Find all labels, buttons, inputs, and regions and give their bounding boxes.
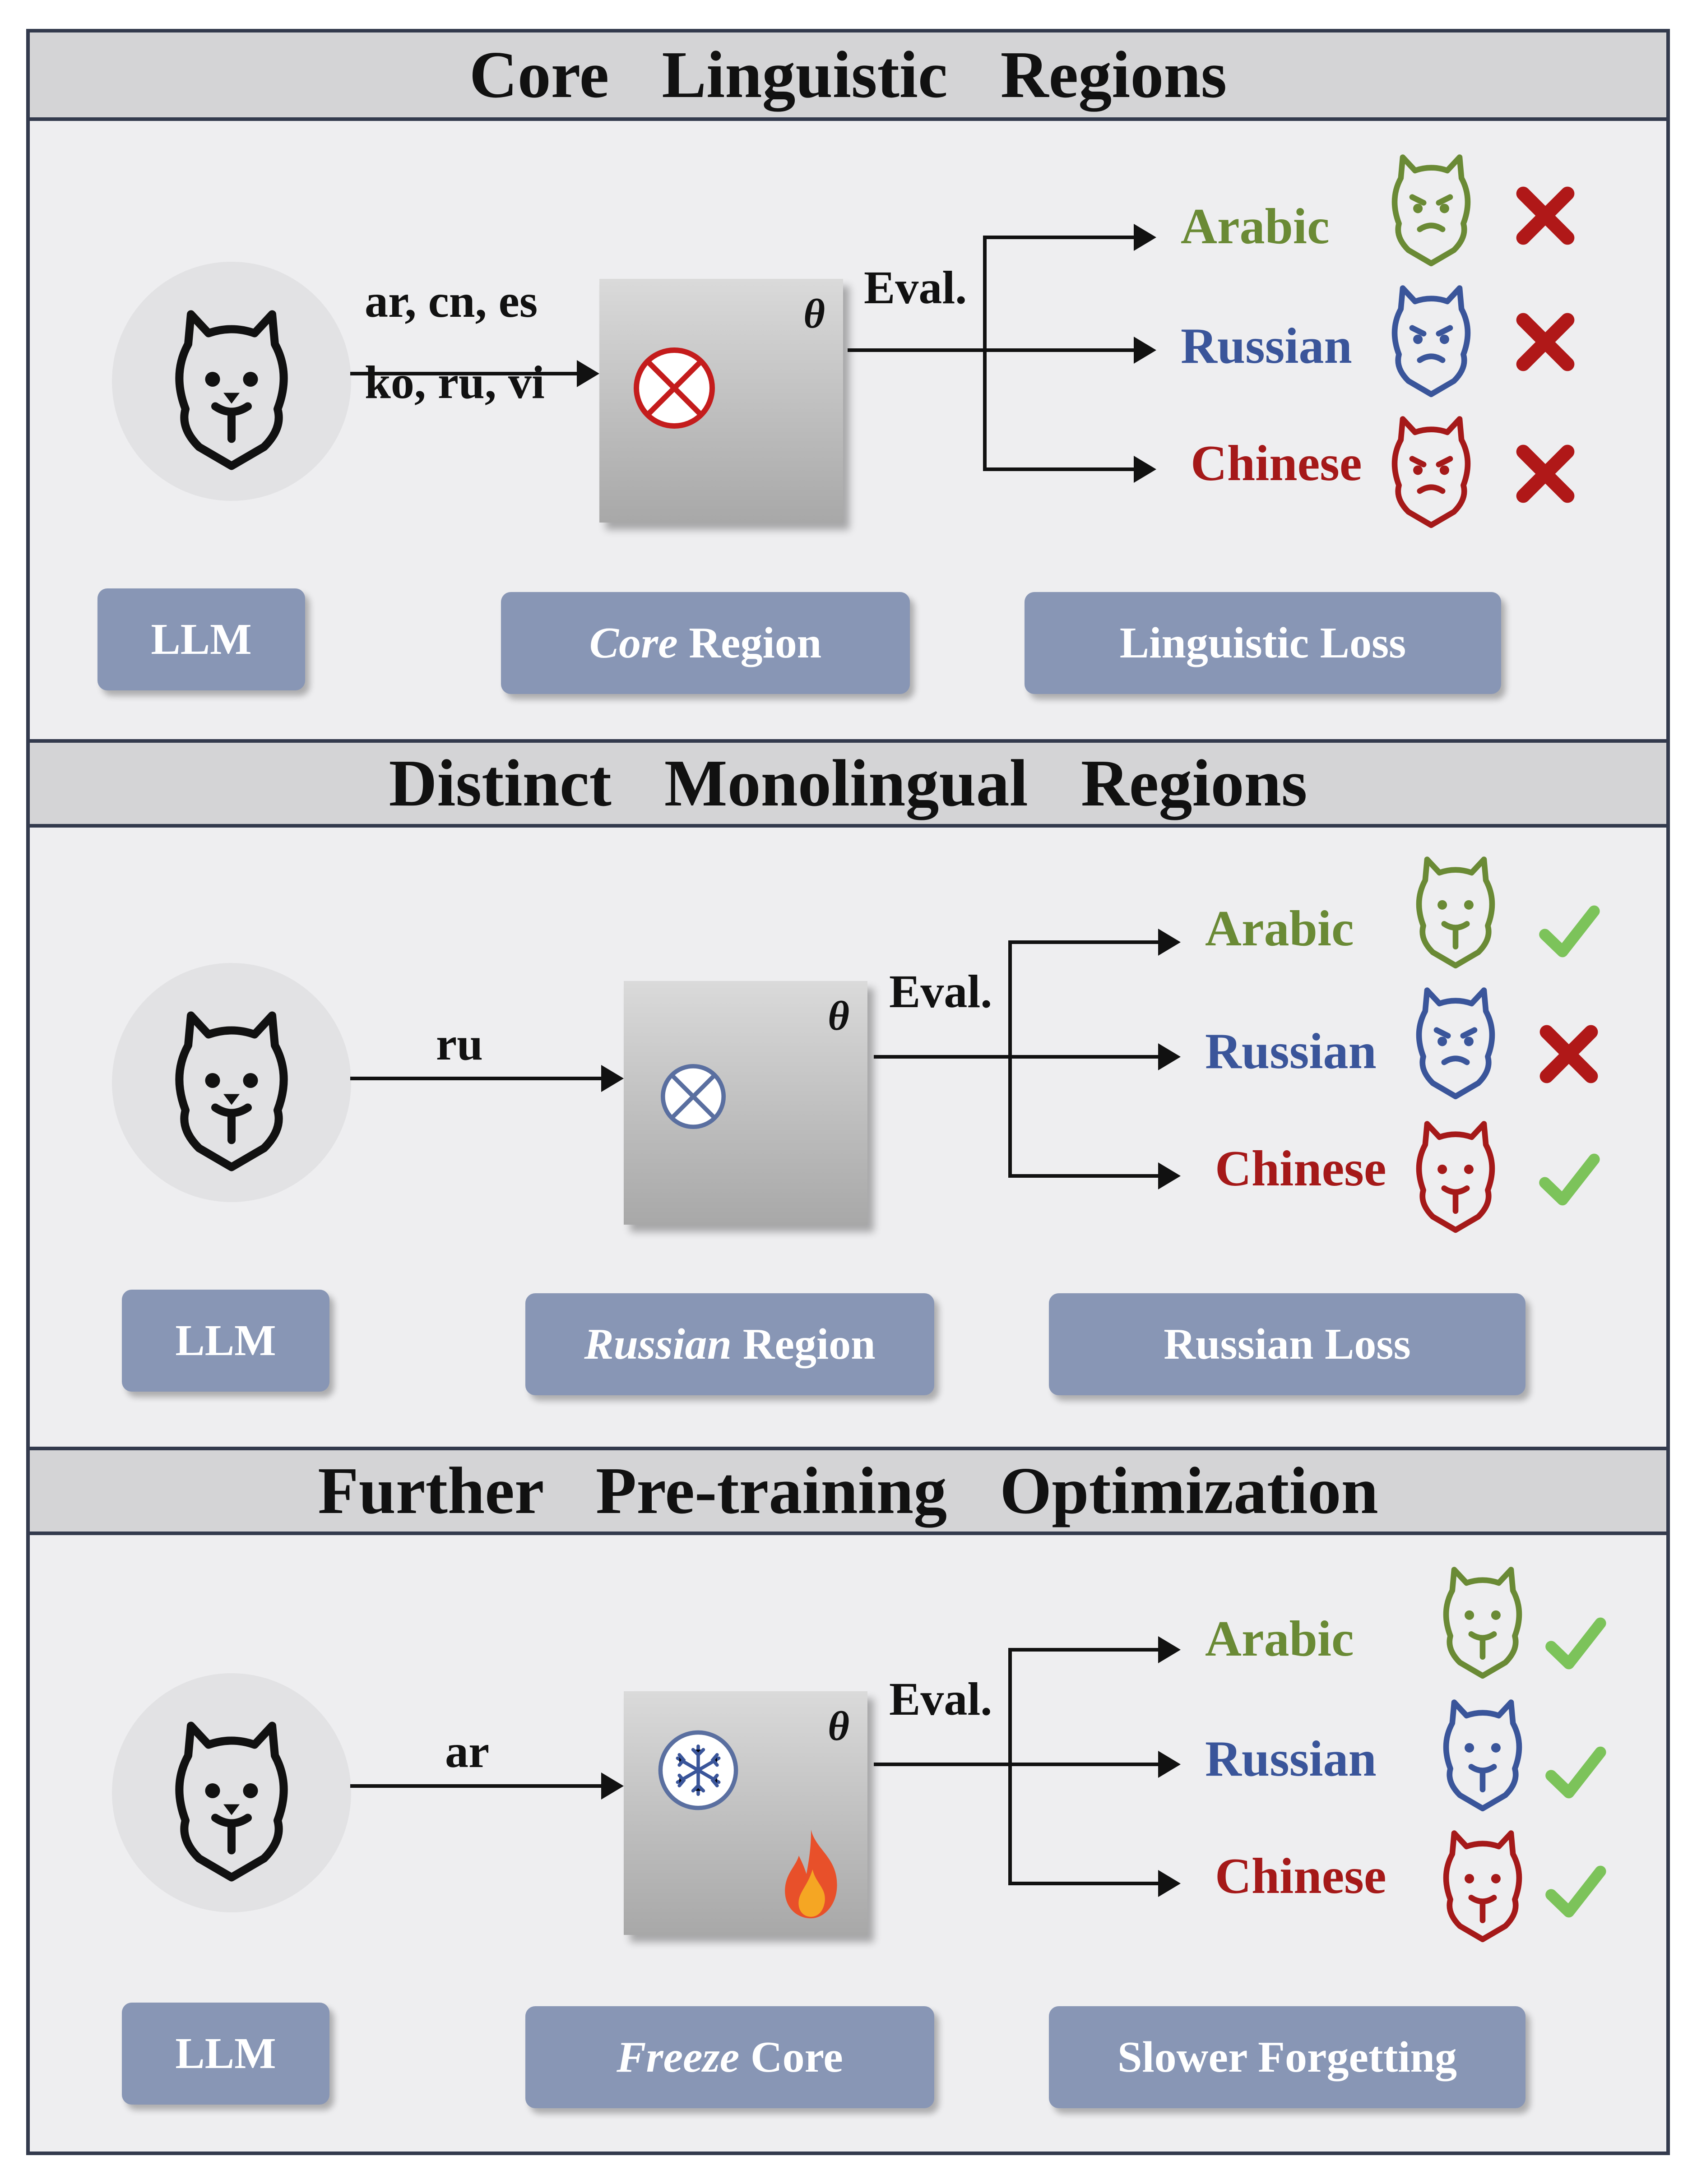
section-header: Further Pre-training Optimization: [30, 1447, 1666, 1535]
eval-label: Eval.: [889, 966, 992, 1018]
language-arabic: Arabic: [1181, 199, 1330, 254]
llama-happy-icon: [1443, 1830, 1522, 1943]
cross-icon: [1516, 186, 1575, 245]
core-region-box: θ: [599, 279, 843, 523]
russian-region-box: θ: [624, 981, 867, 1225]
input-languages-bottom: ko, ru, vi: [365, 356, 545, 408]
llama-sad-icon: [1391, 285, 1471, 398]
language-russian: Russian: [1205, 1731, 1377, 1787]
llm-label: LLM: [122, 2003, 329, 2105]
theta-label: θ: [828, 1703, 849, 1749]
eval-label: Eval.: [864, 262, 967, 314]
theta-label: θ: [828, 993, 849, 1039]
section-core-linguistic: Core Linguistic Regions ar, cn, es ko, r…: [30, 32, 1666, 739]
flow-arrows: [350, 1636, 1181, 1897]
check-icon: [1539, 905, 1600, 958]
section-body: ar, cn, es ko, ru, vi θ Eval.: [30, 121, 1666, 739]
llm-label: LLM: [97, 588, 305, 690]
llama-happy-icon: [1443, 1699, 1522, 1812]
frozen-core-box: θ: [624, 1691, 867, 1935]
llama-happy-icon: [1416, 856, 1495, 969]
language-russian: Russian: [1181, 318, 1352, 374]
region-label: Core Region: [501, 592, 910, 694]
llama-happy-icon: [1416, 1121, 1495, 1233]
input-languages: ar: [445, 1726, 490, 1777]
section-header: Distinct Monolingual Regions: [30, 739, 1666, 828]
section-title: Distinct Monolingual Regions: [389, 746, 1308, 820]
input-languages: ru: [436, 1018, 483, 1070]
circle-times-icon: [661, 1064, 726, 1129]
section-title: Further Pre-training Optimization: [318, 1454, 1378, 1528]
snowflake-icon: [658, 1730, 738, 1810]
loss-label: Linguistic Loss: [1025, 592, 1501, 694]
region-label: Freeze Core: [525, 2006, 934, 2108]
section-header: Core Linguistic Regions: [30, 32, 1666, 121]
figure-frame: Core Linguistic Regions ar, cn, es ko, r…: [26, 29, 1670, 2155]
llama-sad-icon: [1391, 154, 1471, 267]
check-icon: [1545, 1865, 1606, 1918]
language-arabic: Arabic: [1205, 901, 1354, 957]
input-languages-top: ar, cn, es: [365, 275, 538, 327]
llama-happy-icon: [1443, 1567, 1522, 1679]
flow-arrows: [350, 929, 1181, 1189]
llm-avatar: [112, 262, 351, 501]
section-further-pretraining: Further Pre-training Optimization ar θ: [30, 1447, 1666, 2152]
llama-icon: [175, 1721, 288, 1882]
language-russian: Russian: [1205, 1023, 1377, 1079]
language-chinese: Chinese: [1215, 1848, 1386, 1904]
check-icon: [1539, 1153, 1600, 1206]
fire-icon: [785, 1829, 837, 1919]
llama-sad-icon: [1416, 987, 1495, 1100]
circle-times-icon: [634, 347, 715, 429]
section-body: ru θ Eval. Arabic: [30, 828, 1666, 1447]
language-chinese: Chinese: [1215, 1141, 1386, 1197]
language-arabic: Arabic: [1205, 1611, 1354, 1667]
region-label: Russian Region: [525, 1293, 934, 1395]
section-monolingual: Distinct Monolingual Regions ru θ: [30, 739, 1666, 1447]
language-chinese: Chinese: [1191, 435, 1362, 491]
theta-label: θ: [803, 291, 825, 337]
eval-label: Eval.: [889, 1673, 992, 1725]
llm-avatar: [112, 1673, 351, 1912]
loss-label: Russian Loss: [1049, 1293, 1525, 1395]
check-icon: [1545, 1746, 1606, 1799]
cross-icon: [1516, 444, 1575, 503]
loss-label: Slower Forgetting: [1049, 2006, 1525, 2108]
llm-label: LLM: [122, 1290, 329, 1392]
llama-icon: [175, 310, 288, 470]
llama-icon: [175, 1011, 288, 1171]
llm-avatar: [112, 963, 351, 1202]
section-body: ar θ Eval.: [30, 1535, 1666, 2152]
llama-sad-icon: [1391, 416, 1471, 528]
cross-icon: [1516, 313, 1575, 371]
cross-icon: [1539, 1025, 1598, 1083]
section-title: Core Linguistic Regions: [469, 38, 1227, 112]
check-icon: [1545, 1617, 1606, 1670]
flow-arrows: [350, 224, 1156, 483]
